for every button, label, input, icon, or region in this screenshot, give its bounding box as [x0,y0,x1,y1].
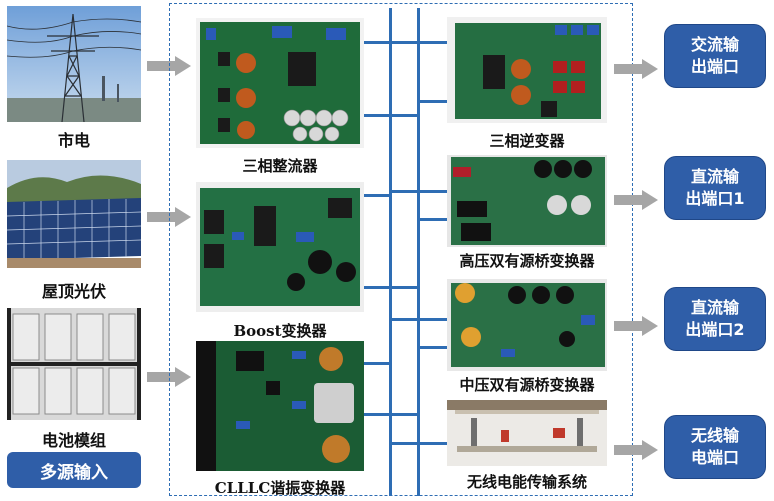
output-wireless-port-line1: 无线输 [690,426,739,445]
output-ac-port-line2: 出端口 [690,57,739,76]
arrow-icon [614,59,658,79]
multi-source-input-label: 多源输入 [7,452,141,488]
converter-label-three-phase-rectifier: 三相整流器 [242,157,318,175]
boost-converter-board [196,182,364,312]
output-dc-port-1-line2: 出端口1 [685,189,745,208]
wireless-power-transfer-board [447,400,607,466]
output-dc-port-2-line1: 直流输 [690,298,739,317]
dc-bus-left [389,8,392,496]
converter-label-mv-dab: 中压双有源桥变换器 [459,376,595,394]
clllc-resonant-converter-board [196,341,364,471]
arrow-icon [614,190,658,210]
dc-bus-right [417,8,420,496]
hv-dab-converter-board [447,155,607,247]
output-ac-port-line1: 交流输 [690,35,739,54]
arrow-icon [614,440,658,460]
output-dc-port-2-line2: 出端口2 [685,320,745,339]
input-label-rooftop-pv: 屋顶光伏 [41,282,106,301]
input-label-battery: 电池模组 [41,431,106,450]
system-frame [169,3,633,496]
three-phase-rectifier-board [196,18,364,148]
converter-label-clllc: CLLLC谐振变换器 [214,479,346,497]
input-label-grid: 市电 [57,131,90,150]
three-phase-inverter-board [447,17,607,123]
mv-dab-converter-board [447,279,607,371]
solar-panel-photo [7,160,141,268]
power-tower-photo [7,6,141,122]
output-dc-port-2: 直流输 出端口2 [664,287,766,351]
arrow-icon [614,316,658,336]
output-dc-port-1-line1: 直流输 [690,167,739,186]
converter-label-boost: Boost变换器 [233,322,327,340]
output-wireless-port-line2: 电端口 [690,448,739,467]
converter-label-wireless-power: 无线电能传输系统 [466,473,587,491]
output-dc-port-1: 直流输 出端口1 [664,156,766,220]
output-wireless-port: 无线输 电端口 [664,415,766,479]
battery-module-photo [7,308,141,420]
output-ac-port: 交流输 出端口 [664,24,766,88]
converter-label-hv-dab: 高压双有源桥变换器 [459,252,595,270]
converter-label-three-phase-inverter: 三相逆变器 [489,132,565,150]
